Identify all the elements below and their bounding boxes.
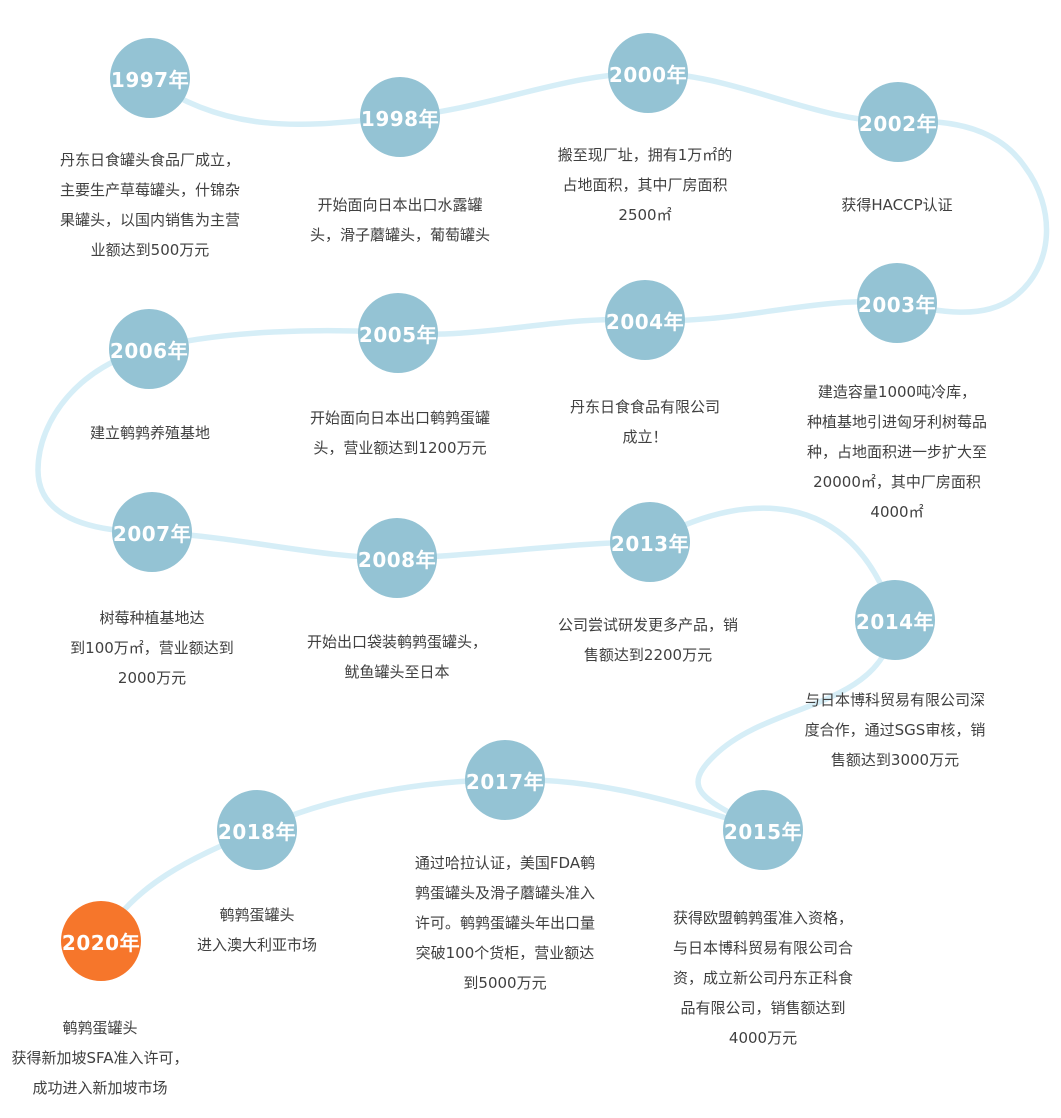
milestone-1998-description: 开始面向日本出口水露罐 头，滑子蘑罐头，葡萄罐头 <box>309 196 490 244</box>
milestone-2020-description: 鹌鹑蛋罐头 获得新加坡SFA准入许可， 成功进入新加坡市场 <box>11 1019 189 1097</box>
milestone-2013-node: 2013年 <box>610 502 690 582</box>
milestone-2000-node: 2000年 <box>608 33 688 113</box>
milestone-2000-description: 搬至现厂址，拥有1万㎡的 占地面积，其中厂房面积 2500㎡ <box>557 146 733 224</box>
milestone-2005-node: 2005年 <box>358 293 438 373</box>
milestone-2015-description: 获得欧盟鹌鹑蛋准入资格， 与日本博科贸易有限公司合 资，成立新公司丹东正科食 品… <box>672 909 853 1047</box>
milestone-2002-node: 2002年 <box>858 82 938 162</box>
milestone-2006-node: 2006年 <box>109 309 189 389</box>
milestone-2003-description: 建造容量1000吨冷库， 种植基地引进匈牙利树莓品 种，占地面积进一步扩大至 2… <box>806 383 987 521</box>
milestone-2014-node: 2014年 <box>855 580 935 660</box>
milestone-1997-node: 1997年 <box>110 38 190 118</box>
milestone-2018-node: 2018年 <box>217 790 297 870</box>
milestone-2017-description: 通过哈拉认证，美国FDA鹌 鹑蛋罐头及滑子蘑罐头准入 许可。鹌鹑蛋罐头年出口量 … <box>414 854 596 992</box>
milestone-2007-node: 2007年 <box>112 492 192 572</box>
milestone-2018-description: 鹌鹑蛋罐头 进入澳大利亚市场 <box>196 906 317 954</box>
milestone-2002-description: 获得HACCP认证 <box>841 196 953 214</box>
milestone-2015-node: 2015年 <box>723 790 803 870</box>
milestone-1997-description: 丹东日食罐头食品厂成立， 主要生产草莓罐头，什锦杂 果罐头，以国内销售为主营 业… <box>59 151 240 259</box>
milestone-2020-node: 2020年 <box>61 901 141 981</box>
milestone-1998-node: 1998年 <box>360 77 440 157</box>
milestone-2004-description: 丹东日食食品有限公司 成立！ <box>569 398 720 446</box>
milestone-2006-description: 建立鹌鹑养殖基地 <box>89 424 210 442</box>
milestone-2003-node: 2003年 <box>857 263 937 343</box>
milestone-2005-description: 开始面向日本出口鹌鹑蛋罐 头，营业额达到1200万元 <box>309 409 490 457</box>
milestone-2008-description: 开始出口袋装鹌鹑蛋罐头， 鱿鱼罐头至日本 <box>306 633 487 681</box>
milestone-2004-node: 2004年 <box>605 280 685 360</box>
milestone-2017-node: 2017年 <box>465 740 545 820</box>
milestone-2007-description: 树莓种植基地达 到100万㎡，营业额达到 2000万元 <box>70 609 234 687</box>
milestone-2008-node: 2008年 <box>357 518 437 598</box>
milestone-2013-description: 公司尝试研发更多产品，销 售额达到2200万元 <box>557 616 738 664</box>
milestone-2014-description: 与日本博科贸易有限公司深 度合作，通过SGS审核，销 售额达到3000万元 <box>804 691 986 769</box>
